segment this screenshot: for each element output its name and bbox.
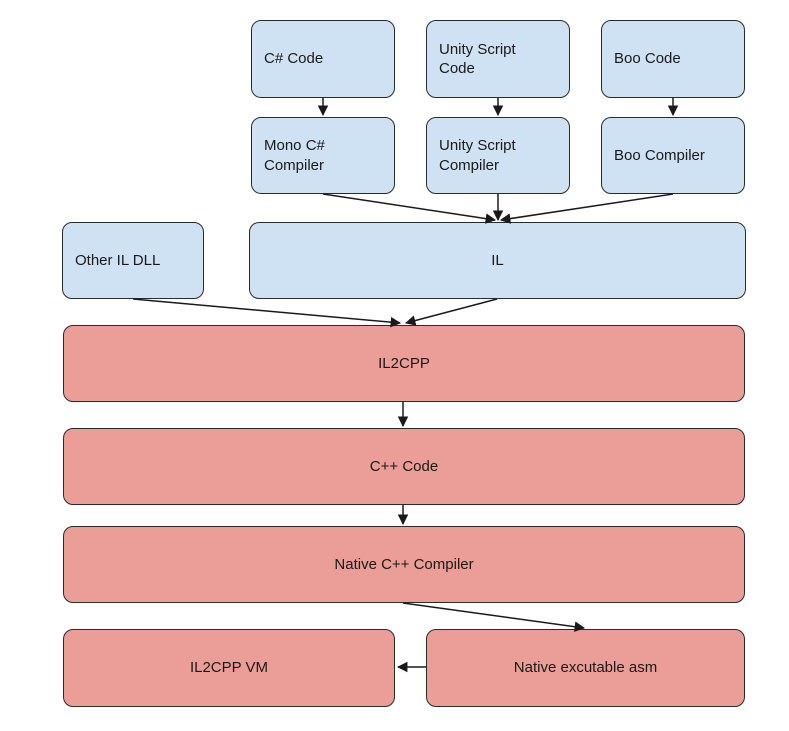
arrow-native-compiler-to-executable <box>402 602 586 632</box>
boo-code-node: Boo Code <box>601 20 745 98</box>
unityscript-compiler-node: Unity Script Compiler <box>426 117 570 194</box>
il-node: IL <box>249 222 746 299</box>
unityscript-compiler-label: Unity Script Compiler <box>439 137 516 174</box>
unityscript-code-node: Unity Script Code <box>426 20 570 98</box>
il-label: IL <box>491 251 504 269</box>
arrow-boo-compiler-to-il <box>499 193 674 224</box>
cpp-code-node: C++ Code <box>63 428 745 505</box>
il2cpp-label: IL2CPP <box>378 354 430 372</box>
cpp-code-label: C++ Code <box>369 457 439 475</box>
il2cpp-node: IL2CPP <box>63 325 745 402</box>
il2cpp-vm-label: IL2CPP VM <box>189 659 269 677</box>
boo-code-label: Boo Code <box>614 50 681 68</box>
native-cpp-compiler-node: Native C++ Compiler <box>63 526 745 603</box>
boo-compiler-node: Boo Compiler <box>601 117 745 194</box>
unityscript-code-label: Unity Script Code <box>439 40 516 78</box>
native-cpp-compiler-label: Native C++ Compiler <box>334 555 474 573</box>
csharp-code-label: C# Code <box>264 50 324 68</box>
other-il-dll-node: Other IL DLL <box>62 222 204 299</box>
csharp-code-node: C# Code <box>251 20 395 98</box>
other-il-dll-label: Other IL DLL <box>75 251 161 269</box>
mono-csharp-compiler-node: Mono C# Compiler <box>251 117 395 194</box>
native-executable-label: Native excutable asm <box>513 659 658 677</box>
il2cpp-vm-node: IL2CPP VM <box>63 629 395 707</box>
arrow-il-to-il2cpp <box>404 298 498 326</box>
arrow-other-il-dll-to-il2cpp <box>132 298 402 328</box>
mono-csharp-compiler-label: Mono C# Compiler <box>264 137 325 174</box>
native-executable-node: Native excutable asm <box>426 629 745 707</box>
arrow-mono-to-il <box>322 193 497 224</box>
boo-compiler-label: Boo Compiler <box>614 146 705 164</box>
